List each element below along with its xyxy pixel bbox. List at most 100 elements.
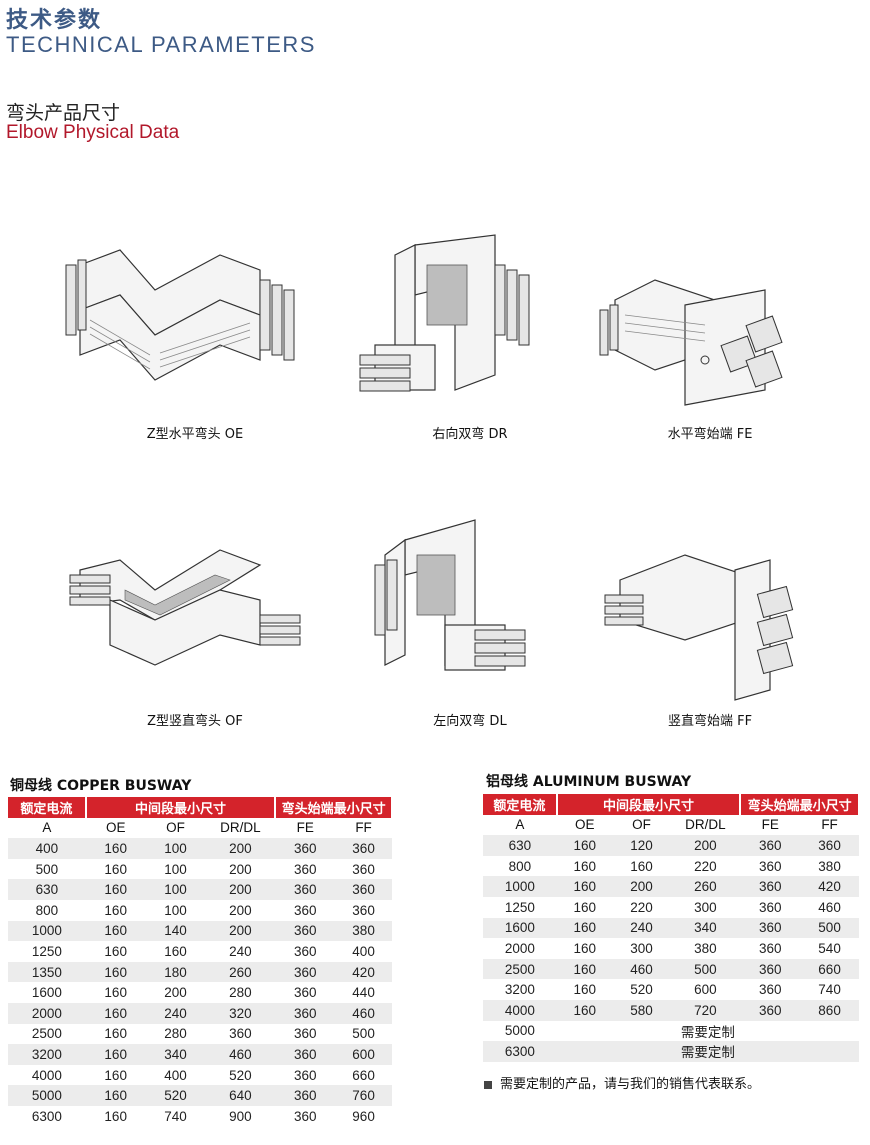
figure-dr: 右向双弯 DR [335, 225, 605, 495]
table-cell: 4000 [483, 999, 557, 1021]
table-cell: 160 [85, 941, 146, 962]
figure-of: Z型竖直弯头 OF [60, 520, 330, 790]
table-cell: 160 [85, 1044, 146, 1065]
table-cell: 760 [335, 1085, 392, 1106]
table-cell: 6300 [483, 1041, 557, 1062]
table-cell: 900 [205, 1105, 276, 1127]
table-cell: 2500 [8, 1023, 86, 1045]
table-cell: 360 [275, 899, 336, 921]
header-middle-section: 中间段最小尺寸 [556, 794, 742, 815]
table-cell: 160 [85, 1002, 146, 1024]
table-cell: 360 [275, 941, 336, 962]
table-cell: 640 [205, 1085, 276, 1106]
table-cell: 360 [740, 835, 801, 856]
table-cell: 160 [85, 879, 146, 900]
table-cell: 600 [670, 979, 741, 1000]
table-cell: 360 [275, 920, 336, 942]
table-cell: 240 [612, 917, 671, 939]
column-header: OF [145, 817, 206, 839]
table-cell: 180 [145, 961, 206, 983]
column-header: FF [800, 814, 859, 836]
column-header: A [483, 814, 557, 836]
table-cell: 160 [612, 855, 671, 877]
busway-z-vertical-elbow-drawing [69, 549, 301, 666]
table-cell: 140 [145, 920, 206, 942]
table-cell: 1000 [483, 876, 557, 897]
custom-order-note: 需要定制的产品，请与我们的销售代表联系。 [484, 1073, 760, 1092]
table-cell: 200 [205, 899, 276, 921]
table-cell: 200 [205, 858, 276, 880]
custom-required-cell: 需要定制 [556, 1020, 859, 1042]
table-cell: 120 [612, 835, 671, 856]
section-title-cn: 弯头产品尺寸 [6, 102, 121, 124]
table-cell: 400 [145, 1064, 206, 1086]
table-cell: 360 [740, 979, 801, 1000]
column-header: FE [740, 814, 801, 836]
table-cell: 360 [275, 858, 336, 880]
table-cell: 360 [740, 938, 801, 959]
table-cell: 260 [670, 876, 741, 897]
table-cell: 160 [85, 961, 146, 983]
figure-caption: Z型水平弯头 OE [146, 427, 244, 442]
table-cell: 660 [800, 958, 859, 980]
table-cell: 500 [8, 858, 86, 880]
table-cell: 160 [556, 835, 613, 856]
table-cell: 740 [800, 979, 859, 1000]
table-cell: 360 [275, 879, 336, 900]
table-cell: 400 [335, 941, 392, 962]
table-cell: 160 [145, 941, 206, 962]
table-cell: 440 [335, 982, 392, 1003]
aluminum-table-title: 铝母线 ALUMINUM BUSWAY [486, 774, 692, 790]
table-cell: 400 [8, 838, 86, 859]
figure-oe: Z型水平弯头 OE [60, 225, 330, 495]
table-cell: 360 [275, 1023, 336, 1045]
figure-fe: 水平弯始端 FE [575, 225, 845, 495]
table-cell: 960 [335, 1105, 392, 1127]
table-cell: 5000 [8, 1085, 86, 1106]
table-cell: 220 [612, 896, 671, 918]
table-cell: 280 [145, 1023, 206, 1045]
figure-caption: Z型竖直弯头 OF [147, 714, 243, 729]
bullet-square-icon [484, 1080, 492, 1089]
column-header: DR/DL [670, 814, 741, 836]
table-cell: 200 [612, 876, 671, 897]
table-cell: 2500 [483, 958, 557, 980]
table-cell: 160 [85, 838, 146, 859]
table-cell: 360 [800, 835, 859, 856]
table-cell: 360 [275, 1044, 336, 1065]
table-cell: 160 [85, 1105, 146, 1127]
figure-caption: 水平弯始端 FE [667, 427, 753, 442]
column-header: OE [556, 814, 613, 836]
table-cell: 520 [612, 979, 671, 1000]
table-cell: 1250 [8, 941, 86, 962]
table-cell: 1250 [483, 896, 557, 918]
table-cell: 100 [145, 879, 206, 900]
table-cell: 160 [85, 899, 146, 921]
busway-flange-end-drawing [599, 279, 783, 406]
table-cell: 460 [335, 1002, 392, 1024]
table-cell: 240 [205, 941, 276, 962]
table-cell: 800 [483, 855, 557, 877]
page-title-en: TECHNICAL PARAMETERS [6, 32, 316, 57]
table-cell: 1600 [8, 982, 86, 1003]
table-cell: 320 [205, 1002, 276, 1024]
table-cell: 160 [556, 917, 613, 939]
table-cell: 360 [335, 858, 392, 880]
table-cell: 200 [205, 879, 276, 900]
table-cell: 380 [800, 855, 859, 877]
header-rated-current: 额定电流 [8, 797, 87, 818]
busway-vertical-flange-end-drawing [604, 554, 794, 701]
column-header: FF [335, 817, 392, 839]
table-cell: 260 [205, 961, 276, 983]
table-cell: 2000 [8, 1002, 86, 1024]
